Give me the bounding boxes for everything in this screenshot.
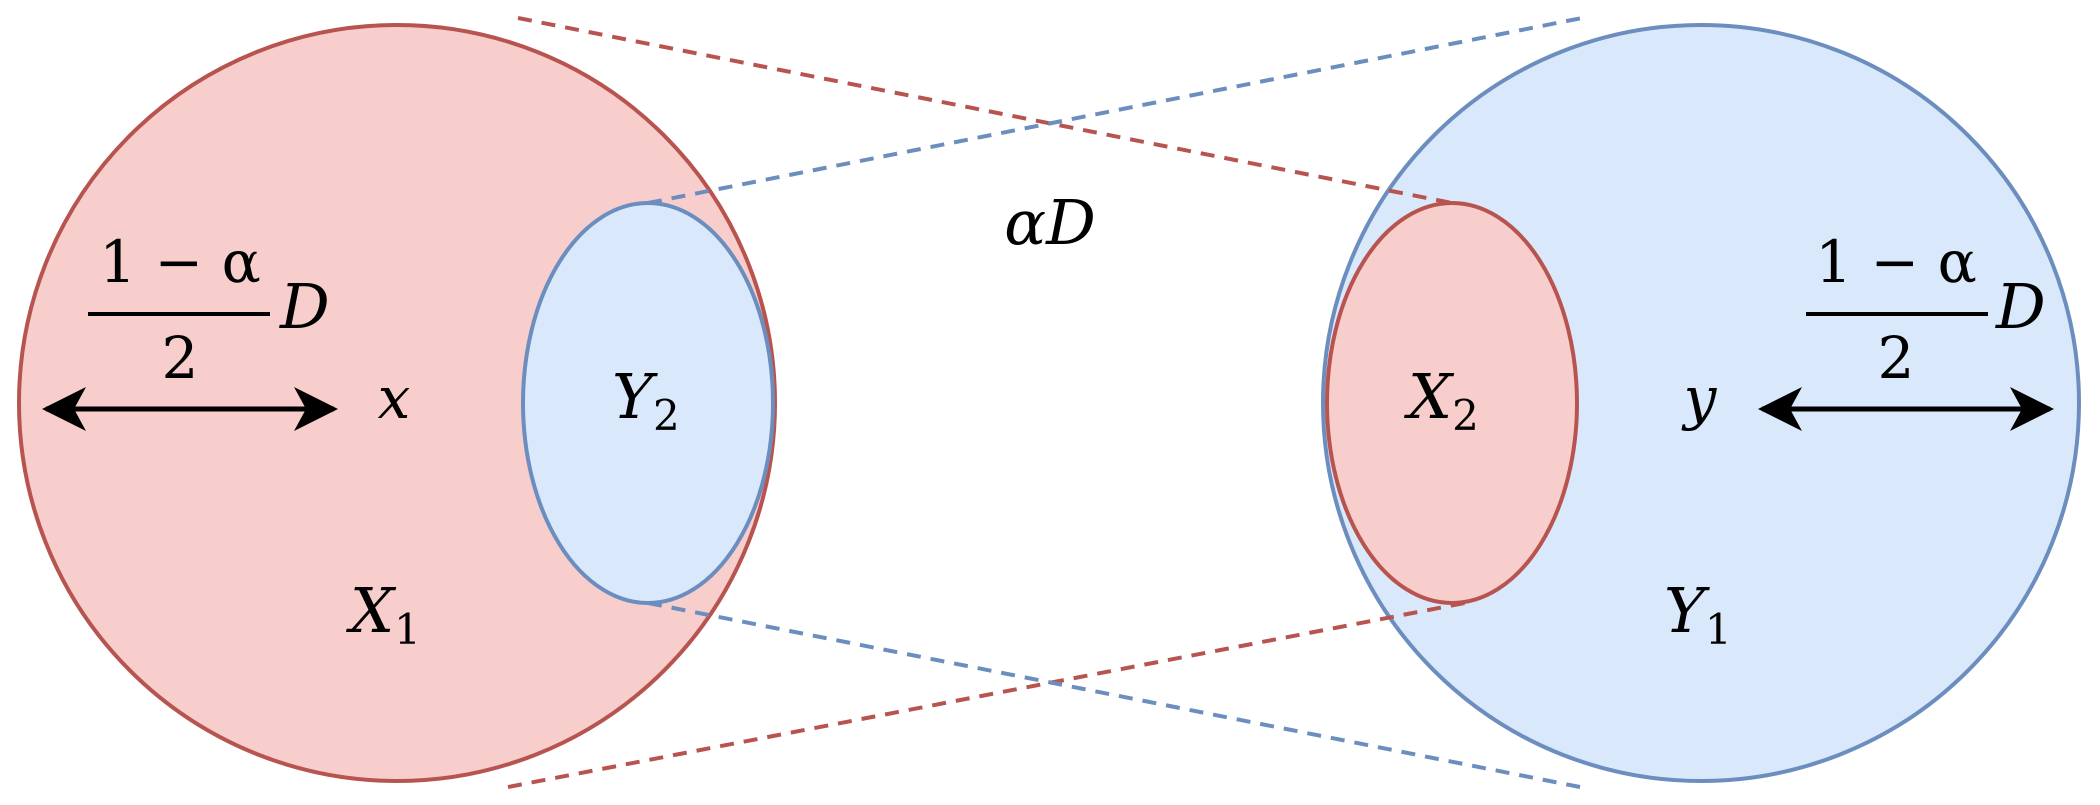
set-x2-ellipse [1325,201,1579,605]
set-label-y2-main: Y [612,360,658,433]
left-fraction-d: D [279,270,330,343]
right-fraction-d: D [1995,270,2046,343]
point-label-x: x [378,364,411,432]
connector-x-bottom [507,600,1471,789]
connector-y-top [647,16,1583,205]
set-y1-circle [1321,23,2081,783]
set-label-y1-sub: 1 [1705,605,1732,654]
set-label-x2-main: X [1404,360,1455,433]
connector-x-top [517,16,1453,205]
set-label-x1-main: X [346,574,397,647]
right-fraction-numerator: 1 − α [1815,228,1977,296]
right-fraction-denominator: 2 [1878,324,1915,392]
left-fraction-numerator: 1 − α [99,228,261,296]
set-label-x1-sub: 1 [394,605,421,654]
set-label-y1: Y1 [1664,574,1732,654]
set-label-y2-sub: 2 [653,391,680,440]
distance-label-alpha-d: αD [1004,186,1096,259]
set-label-x2: X2 [1404,360,1479,440]
set-label-x1: X1 [346,574,421,654]
point-label-y: y [1681,364,1718,432]
set-label-y2: Y2 [612,360,680,440]
left-fraction-denominator: 2 [162,324,199,392]
set-label-x2-sub: 2 [1452,391,1479,440]
set-label-y1-main: Y [1664,574,1710,647]
